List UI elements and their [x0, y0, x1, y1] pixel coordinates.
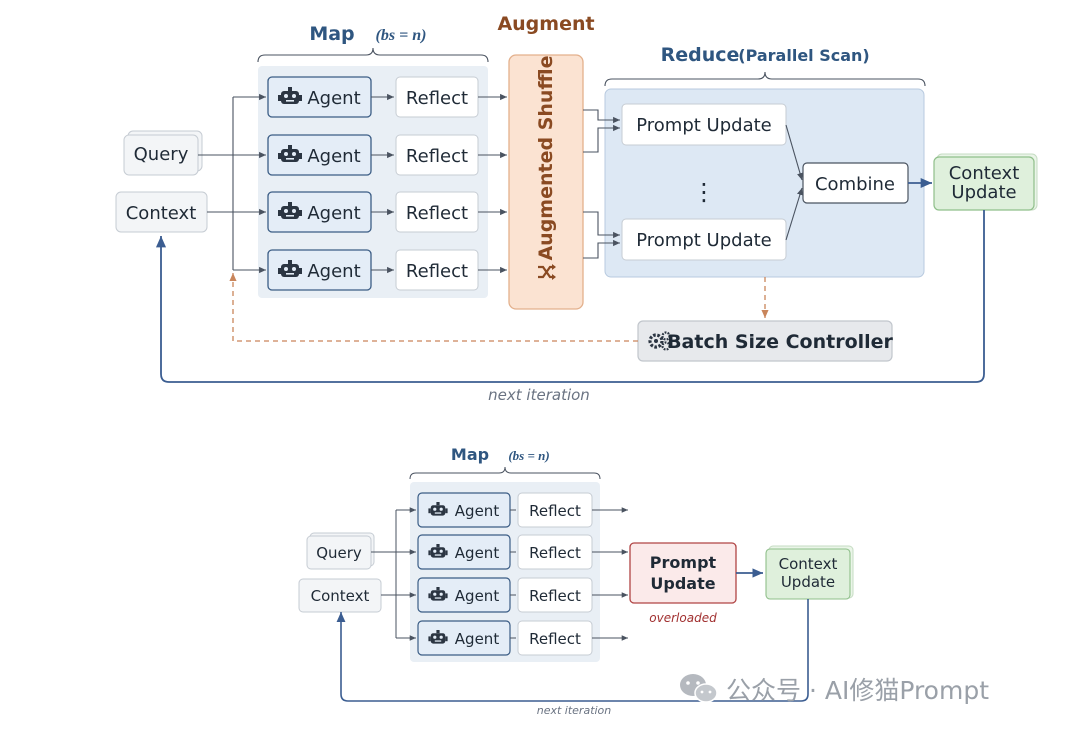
- top-map-panel: [258, 66, 488, 298]
- top-map-title: Map: [309, 23, 354, 45]
- bottom-agent-row-3: Agent Reflect: [417, 577, 628, 613]
- bottom-reflect-label: Reflect: [529, 502, 581, 520]
- bottom-query-label: Query: [316, 544, 362, 562]
- top-reflect-label: Reflect: [406, 261, 468, 282]
- top-batch-controller-label: Batch Size Controller: [667, 331, 893, 353]
- bottom-map-title: Map: [451, 445, 489, 464]
- bottom-prompt-update-box: [629, 542, 737, 604]
- top-context-label: Context: [126, 203, 197, 224]
- top-diagram: Map (bs = n) Augment Reduce (Parallel Sc…: [115, 13, 1038, 404]
- top-map-bs: (bs = n): [376, 27, 427, 44]
- top-prompt-update-box-1: [621, 103, 787, 146]
- gears-icon: [648, 331, 671, 351]
- top-reflect-label: Reflect: [406, 203, 468, 224]
- top-reduce-title: Reduce: [661, 44, 740, 66]
- top-agent-row-3: Agent Reflect: [267, 191, 507, 233]
- wechat-icon: [680, 674, 718, 703]
- top-combine-inputs: [785, 124, 804, 241]
- top-augment-box: [508, 54, 584, 310]
- bottom-feedback-loop: [336, 599, 809, 702]
- top-augment-title: Augment: [497, 13, 594, 35]
- bottom-map-brace: [409, 466, 601, 480]
- top-agent-row-4: Agent Reflect: [267, 249, 507, 291]
- bottom-fanout-arrows: [396, 507, 416, 641]
- bottom-agent-label: Agent: [455, 587, 500, 605]
- bottom-context-label: Context: [311, 587, 370, 605]
- bottom-input-lines: [371, 510, 397, 638]
- top-context-update-label-1: Context: [949, 163, 1020, 184]
- bottom-agent-row-1: Agent Reflect: [417, 492, 628, 528]
- top-agent-row-2: Agent Reflect: [267, 134, 507, 176]
- top-agent-row-1: Agent Reflect: [267, 76, 507, 118]
- top-augment-outputs: [583, 109, 620, 259]
- top-agent-label: Agent: [307, 88, 360, 109]
- top-input-lines: [198, 97, 234, 270]
- watermark-text: 公众号 · AI修猫Prompt: [726, 676, 989, 705]
- bottom-agent-label: Agent: [455, 502, 500, 520]
- bottom-reflect-label: Reflect: [529, 587, 581, 605]
- top-query-label: Query: [134, 144, 189, 165]
- bottom-overloaded-label: overloaded: [649, 611, 717, 625]
- bottom-reflect-label: Reflect: [529, 630, 581, 648]
- top-agent-label: Agent: [307, 203, 360, 224]
- top-prompt-update-label-1: Prompt Update: [636, 115, 771, 136]
- bottom-diagram: Map (bs = n) Query Context Agent Reflect: [298, 445, 854, 717]
- top-dots: ⋮: [692, 178, 716, 206]
- top-agent-label: Agent: [307, 261, 360, 282]
- bottom-context-update-label-1: Context: [779, 555, 838, 573]
- top-reflect-label: Reflect: [406, 88, 468, 109]
- top-fanout-arrows: [233, 93, 266, 274]
- top-map-brace: [257, 47, 489, 63]
- top-reduce-brace: [604, 71, 926, 87]
- top-controller-to-inputs-dashed: [229, 273, 638, 342]
- bottom-context-update-label-2: Update: [781, 573, 835, 591]
- bottom-map-bs: (bs = n): [508, 448, 549, 463]
- bottom-agent-label: Agent: [455, 630, 500, 648]
- bottom-prompt-update-label-1: Prompt: [650, 553, 717, 572]
- shuffle-icon: [538, 264, 556, 280]
- watermark: 公众号 · AI修猫Prompt: [680, 674, 989, 705]
- bottom-agent-label: Agent: [455, 544, 500, 562]
- top-context-update-label-2: Update: [951, 182, 1016, 203]
- top-reduce-sub: (Parallel Scan): [738, 46, 869, 65]
- bottom-reflect-label: Reflect: [529, 544, 581, 562]
- top-feedback-loop: [155, 210, 985, 383]
- top-next-iteration: next iteration: [488, 386, 590, 404]
- bottom-agent-row-4: Agent Reflect: [417, 620, 628, 656]
- top-augmented-shuffle-label: Augmented Shuffle: [535, 55, 557, 260]
- top-combine-label: Combine: [815, 174, 895, 195]
- top-reflect-label: Reflect: [406, 146, 468, 167]
- top-prompt-update-label-2: Prompt Update: [636, 230, 771, 251]
- bottom-agent-row-2: Agent Reflect: [417, 534, 628, 570]
- bottom-next-iteration: next iteration: [537, 704, 612, 717]
- bottom-prompt-update-label-2: Update: [650, 574, 715, 593]
- top-agent-label: Agent: [307, 146, 360, 167]
